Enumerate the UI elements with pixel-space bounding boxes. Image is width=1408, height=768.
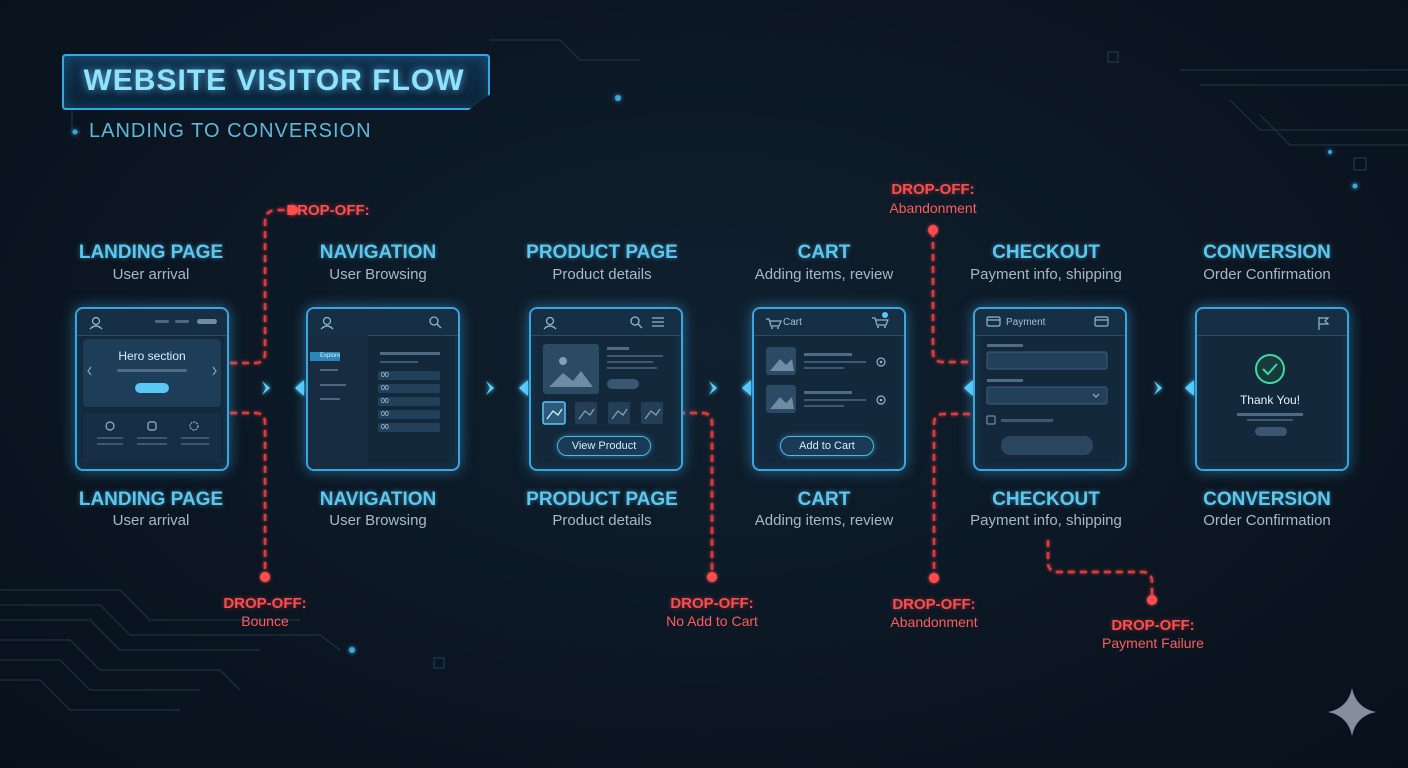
nav-card-item[interactable]: 00 (378, 423, 440, 432)
stage-title-navigation-bottom: NAVIGATION (319, 489, 437, 510)
stage-title-conversion-bottom: CONVERSION (1203, 489, 1331, 510)
dropoff-payment-subtitle: Payment Failure (1102, 635, 1204, 651)
cart-icon (766, 318, 782, 327)
dropoff-checkout-bottom-subtitle: Abandonment (890, 614, 978, 630)
cart-header-label: Cart (783, 317, 802, 328)
conversion-card-graphics (1237, 317, 1330, 436)
dropoff-checkout-bottom-title: DROP-OFF: (892, 596, 976, 613)
nav-card-item-label: 00 (381, 424, 389, 431)
stage-title-cart-top: CART (797, 242, 851, 263)
stage-subtitle-conversion-top: Order Confirmation (1203, 266, 1331, 283)
stage-title-product-bottom: PRODUCT PAGE (526, 489, 678, 510)
nav-card-item[interactable]: 00 (378, 397, 440, 406)
card-icon (986, 316, 1001, 327)
dropoff-no-add-title: DROP-OFF: (670, 595, 754, 612)
stage-subtitle-conversion-bottom: Order Confirmation (1203, 512, 1331, 529)
explore-menu-item[interactable]: Explore (320, 353, 341, 359)
title-frame (62, 54, 490, 110)
stage-title-landing-top: LANDING PAGE (78, 242, 224, 263)
sparkle-icon (1328, 688, 1376, 736)
stage-subtitle-product-bottom: Product details (552, 512, 652, 529)
stage-title-checkout-bottom: CHECKOUT (992, 489, 1100, 510)
dropoff-no-add-subtitle: No Add to Cart (666, 613, 758, 629)
checkout-card[interactable]: Payment (973, 307, 1127, 471)
stage-subtitle-cart-bottom: Adding items, review (754, 512, 894, 529)
nav-card-item[interactable]: 00 (378, 384, 440, 393)
dropoff-bounce-subtitle: Bounce (241, 613, 289, 629)
stage-title-conversion-top: CONVERSION (1203, 242, 1331, 263)
product-page-card[interactable]: View Product (529, 307, 683, 471)
dropoff-checkout-top-subtitle: Abandonment (889, 200, 977, 216)
stage-subtitle-cart-top: Adding items, review (754, 266, 894, 283)
stage-title-navigation-top: NAVIGATION (319, 242, 437, 263)
stage-title-landing-bottom: LANDING PAGE (78, 489, 224, 510)
stage-subtitle-product-top: Product details (552, 266, 652, 283)
cart-card[interactable]: Cart Add to Cart (752, 307, 906, 471)
payment-header-label: Payment (1006, 317, 1046, 328)
stage-subtitle-landing-top: User arrival (112, 266, 190, 283)
flag-icon (1318, 317, 1330, 330)
navigation-card[interactable]: Explore 00 00 00 00 00 (306, 307, 460, 471)
page-subtitle: LANDING TO CONVERSION (89, 120, 372, 142)
stage-title-product-top: PRODUCT PAGE (526, 242, 678, 263)
dropoff-bounce-title: DROP-OFF: (223, 595, 307, 612)
nav-card-item[interactable]: 00 (378, 410, 440, 419)
stage-subtitle-navigation-bottom: User Browsing (329, 512, 427, 529)
nav-card-item-label: 00 (381, 385, 389, 392)
conversion-card[interactable]: Thank You! (1195, 307, 1349, 471)
stage-subtitle-landing-bottom: User arrival (112, 512, 190, 529)
thank-you-message: Thank You! (1239, 393, 1301, 407)
dropoff-landing-top-title: DROP-OFF: (286, 202, 370, 219)
hero-section-label: Hero section (118, 349, 186, 363)
page-title: WEBSITE VISITOR FLOW (83, 64, 465, 97)
checkout-card-graphics (986, 316, 1109, 455)
add-to-cart-button[interactable]: Add to Cart (780, 436, 874, 456)
stage-title-cart-bottom: CART (797, 489, 851, 510)
product-card-graphics (542, 316, 664, 425)
landing-page-card[interactable]: Hero section (75, 307, 229, 471)
landing-card-graphics (83, 316, 221, 463)
circuit-decoration (0, 39, 1408, 711)
cart-card-graphics (766, 312, 889, 413)
navigation-card-graphics (308, 316, 442, 469)
nav-card-item-label: 00 (381, 411, 389, 418)
check-icon (1255, 354, 1285, 384)
dropoff-payment-title: DROP-OFF: (1111, 617, 1195, 634)
nav-card-item[interactable]: 00 (378, 371, 440, 380)
view-product-button[interactable]: View Product (557, 436, 651, 456)
stage-subtitle-checkout-top: Payment info, shipping (970, 266, 1122, 283)
dropoff-checkout-top-title: DROP-OFF: (891, 181, 975, 198)
stage-subtitle-checkout-bottom: Payment info, shipping (970, 512, 1122, 529)
nav-card-item-label: 00 (381, 372, 389, 379)
stage-title-checkout-top: CHECKOUT (992, 242, 1100, 263)
nav-card-item-label: 00 (381, 398, 389, 405)
stage-subtitle-navigation-top: User Browsing (329, 266, 427, 283)
